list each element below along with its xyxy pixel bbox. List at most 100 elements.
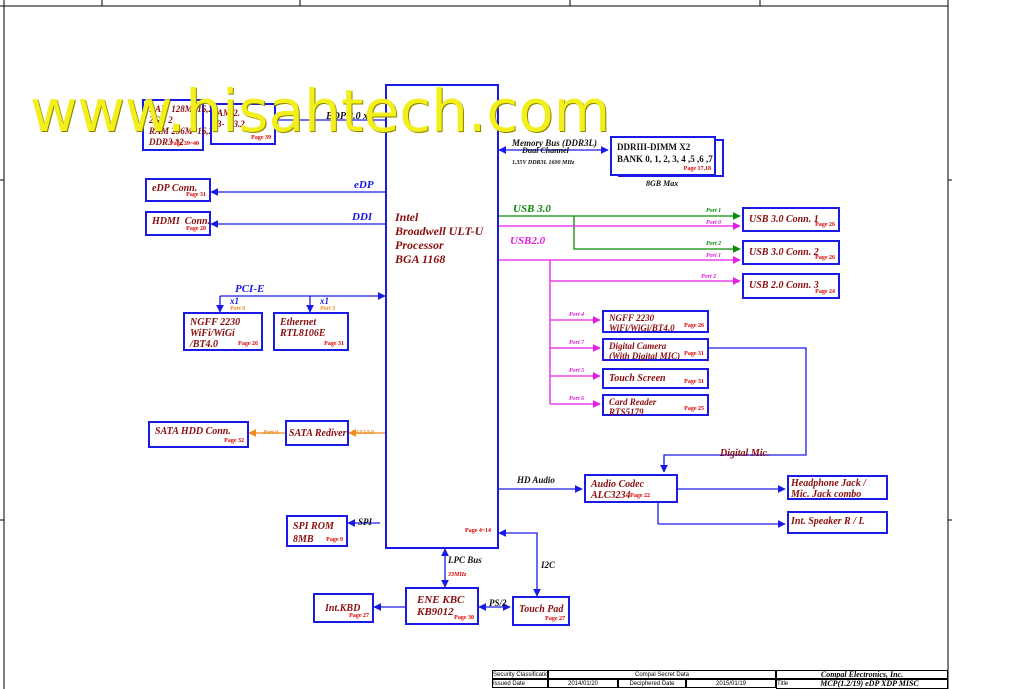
kbc-label: ENE KBC KB9012 bbox=[417, 594, 465, 618]
ram-block-mid-page: Page 39 bbox=[251, 135, 271, 141]
ngff-wifi-pcie-page: Page 26 bbox=[238, 341, 258, 347]
pcie-wifi-port: Port 6 bbox=[230, 306, 246, 312]
ram-block-top: RAM 128M*16,2 2GB 2 RAM 256M*16,2 DDR3 *… bbox=[142, 99, 213, 151]
ngff-usb: NGFF 2230 WiFi/WiGi/BT4.0 Page 26 bbox=[602, 310, 709, 333]
sata-rediver-label: SATA Rediver bbox=[289, 428, 347, 439]
ram-block-mid: AM 2. 3- 23.2 Page 39 bbox=[210, 103, 276, 145]
spi-rom-label: SPI ROM 8MB bbox=[293, 521, 334, 545]
edp-top-label: EDP 2.0 x4 bbox=[326, 111, 374, 122]
cpu-page: Page 4~14 bbox=[465, 528, 491, 534]
tb-security-label: Security Classification bbox=[492, 670, 548, 679]
usb20-conn-3-page: Page 24 bbox=[815, 289, 835, 295]
touch-screen: Touch Screen Page 31 bbox=[602, 368, 709, 389]
int-speaker: Int. Speaker R / L bbox=[787, 511, 888, 534]
page-frame bbox=[0, 0, 952, 689]
usb30-conn-2: USB 3.0 Conn. 2 Page 26 bbox=[742, 240, 840, 265]
port-ts: Port 5 bbox=[569, 368, 585, 374]
spi-label: SPI bbox=[358, 517, 373, 527]
speaker-label: Int. Speaker R / L bbox=[791, 516, 865, 527]
sata-port0-label: Port 0 bbox=[263, 430, 279, 436]
sata-rediver: SATA Rediver bbox=[285, 420, 349, 446]
dual-channel-label: Dual Channel bbox=[522, 146, 569, 155]
sata-hdd-connector: SATA HDD Conn. Page 32 bbox=[148, 421, 249, 448]
edp-connector-label: eDP Conn. bbox=[152, 183, 198, 194]
tb-company: Compal Electronics, Inc. bbox=[776, 670, 948, 679]
port-u30-1: Port 1 bbox=[706, 208, 722, 214]
port-ngff: Port 4 bbox=[569, 312, 585, 318]
watermark: www.hisahtech.com bbox=[30, 77, 611, 145]
usb20-conn-3-label: USB 2.0 Conn. 3 bbox=[749, 280, 819, 291]
usb30-conn-1-label: USB 3.0 Conn. 1 bbox=[749, 214, 819, 225]
hd-audio-label: HD Audio bbox=[517, 475, 555, 485]
port-u20-1: Port 0 bbox=[706, 220, 722, 226]
touch-pad: Touch Pad Page 27 bbox=[512, 596, 570, 626]
tb-title-value: MCP(1.2/19) eDP XDP MISC bbox=[792, 679, 948, 689]
x1-label-b: x1 bbox=[320, 296, 329, 306]
headphone-label: Headphone Jack / Mic. Jack combo bbox=[791, 478, 866, 500]
ps2-label: PS/2 bbox=[489, 598, 507, 608]
tb-deciphered-value: 2015/01/19 bbox=[686, 679, 776, 688]
ddr-dimm-label: DDRIII-DIMM X2 BANK 0, 1, 2, 3, 4 ,5 ,6 … bbox=[617, 142, 713, 164]
card-reader-label: Card Reader RTS5179 bbox=[609, 397, 657, 417]
kbc-page: Page 30 bbox=[454, 615, 474, 621]
audio-codec-page: Page 22 bbox=[630, 493, 650, 499]
memory-bus-label: Memory Bus (DDR3L) bbox=[512, 138, 597, 148]
max-memory-label: 8GB Max bbox=[646, 179, 679, 188]
ethernet-label: Ethernet RTL8106E bbox=[280, 317, 326, 339]
digital-camera: Digital Camera (With Digital MIC) Page 3… bbox=[602, 338, 709, 361]
ram-block-mid-label: AM 2. 3- 23.2 bbox=[217, 108, 245, 129]
touch-screen-label: Touch Screen bbox=[609, 373, 666, 384]
cpu-block: Intel Broadwell ULT-U Processor BGA 1168… bbox=[385, 84, 499, 549]
int-kbd-page: Page 27 bbox=[349, 613, 369, 619]
lpc-bus-label: LPC Bus bbox=[448, 555, 482, 565]
usb30-conn-1: USB 3.0 Conn. 1 Page 26 bbox=[742, 207, 840, 232]
tb-issued-value: 2014/01/20 bbox=[548, 679, 618, 688]
port-cam: Port 7 bbox=[569, 340, 585, 346]
ram-block-top-page: Page 39~40 bbox=[170, 141, 199, 147]
port-u30-2: Port 2 bbox=[706, 241, 722, 247]
audio-codec-label: Audio Codec ALC3234 bbox=[591, 479, 645, 501]
usb30-conn-2-label: USB 3.0 Conn. 2 bbox=[749, 247, 819, 258]
int-kbd-label: Int.KBD bbox=[325, 603, 361, 614]
usb30-conn-2-page: Page 26 bbox=[815, 255, 835, 261]
headphone-jack: Headphone Jack / Mic. Jack combo bbox=[787, 475, 888, 500]
usb20-conn-3: USB 2.0 Conn. 3 Page 24 bbox=[742, 273, 840, 299]
port-u20-2: Port 1 bbox=[706, 253, 722, 259]
usb20-bus-label: USB2.0 bbox=[510, 235, 546, 247]
kbc-block: ENE KBC KB9012 Page 30 bbox=[405, 587, 479, 625]
ngff-usb-page: Page 26 bbox=[684, 323, 704, 329]
ddr-dimm-page: Page 17,18 bbox=[683, 166, 711, 172]
digital-mic-label: Digital Mic. bbox=[720, 448, 770, 459]
sata-hdd-label: SATA HDD Conn. bbox=[155, 426, 231, 437]
cpu-label: Intel Broadwell ULT-U Processor BGA 1168 bbox=[395, 210, 484, 266]
audio-codec: Audio Codec ALC3234 Page 22 bbox=[584, 474, 678, 503]
pcie-eth-port: Port 3 bbox=[320, 306, 336, 312]
sata-hdd-page: Page 32 bbox=[224, 438, 244, 444]
port-cr: Port 6 bbox=[569, 396, 585, 402]
digital-camera-page: Page 31 bbox=[684, 351, 704, 357]
hdmi-connector-page: Page 20 bbox=[186, 226, 206, 232]
spi-rom-page: Page 9 bbox=[326, 537, 343, 543]
lpc-freq-label: 33MHz bbox=[448, 572, 467, 578]
hdmi-connector: HDMI Conn. Page 20 bbox=[145, 211, 211, 236]
hdmi-connector-label: HDMI Conn. bbox=[152, 216, 211, 227]
usb30-conn-1-page: Page 26 bbox=[815, 222, 835, 228]
ethernet-block: Ethernet RTL8106E Page 31 bbox=[273, 312, 349, 351]
ram-block-top-label: RAM 128M*16,2 2GB 2 RAM 256M*16,2 DDR3 *… bbox=[149, 104, 214, 147]
touch-pad-label: Touch Pad bbox=[519, 604, 564, 615]
ngff-wifi-pcie: NGFF 2230 WiFi/WiGi /BT4.0 Page 26 bbox=[183, 312, 263, 351]
i2c-label: I2C bbox=[541, 560, 556, 570]
internal-keyboard: Int.KBD Page 27 bbox=[313, 593, 374, 623]
edp-connector: eDP Conn. Page 31 bbox=[145, 178, 211, 202]
tb-deciphered-label: Deciphered Date bbox=[618, 679, 686, 688]
tb-security-value: Compal Secret Data bbox=[548, 670, 776, 679]
edp-connector-page: Page 31 bbox=[186, 192, 206, 198]
port-u20-3: Port 2 bbox=[701, 274, 717, 280]
spi-rom: SPI ROM 8MB Page 9 bbox=[286, 515, 348, 547]
card-reader-page: Page 25 bbox=[684, 406, 704, 412]
digital-camera-label: Digital Camera (With Digital MIC) bbox=[609, 341, 681, 361]
ethernet-page: Page 31 bbox=[324, 341, 344, 347]
ddr-speed-label: 1.35V DDR3L 1600 MHz bbox=[512, 160, 575, 166]
ddi-bus-label: DDI bbox=[352, 211, 373, 223]
edp-bus-label: eDP bbox=[354, 179, 374, 191]
